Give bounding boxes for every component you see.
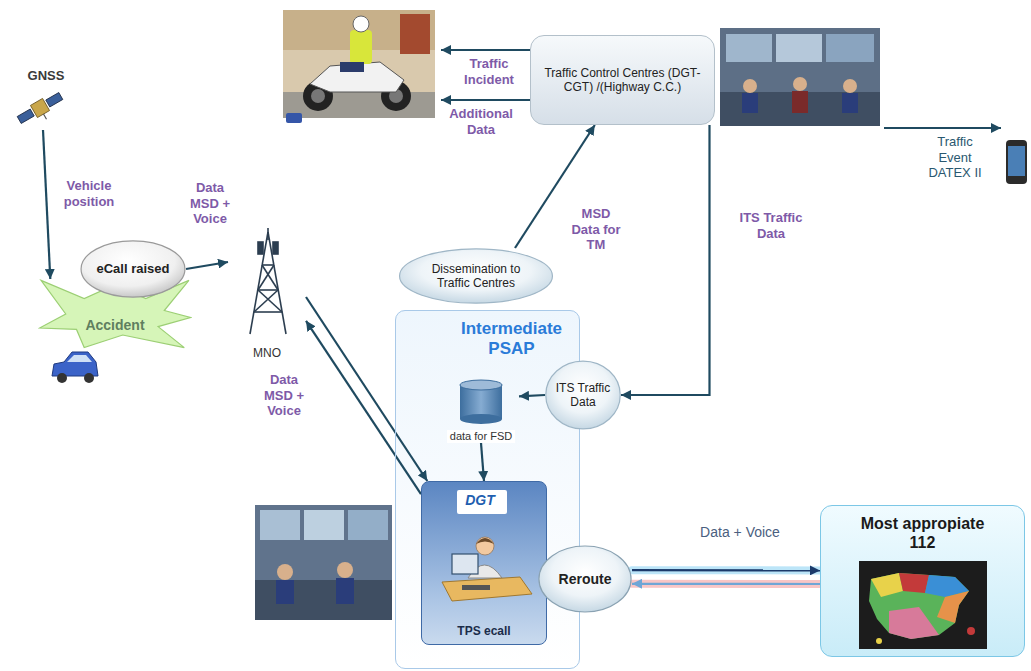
arrow-line — [441, 49, 530, 51]
connector-arrow — [43, 130, 50, 279]
node-text: Accident — [70, 317, 160, 334]
flow-label: Additional Data — [440, 106, 522, 137]
node-text: ITS Traffic Data — [555, 381, 611, 410]
phone-icon — [1006, 140, 1027, 184]
flow-label: Traffic Event DATEX II — [922, 134, 988, 181]
operator-room-photo — [255, 505, 392, 620]
ellipse-outline — [546, 361, 620, 429]
panel-ground — [395, 310, 580, 669]
emergency-centre-box: Most appropiate 112 — [820, 505, 1025, 657]
flow-label: Traffic Incident — [456, 56, 522, 87]
edge-label: MSD Data for TM — [566, 206, 626, 253]
node-text: Reroute — [548, 571, 622, 588]
connector-arrow — [481, 443, 484, 481]
connector-line — [306, 321, 421, 494]
process-ellipse: Dissemination to Traffic Centres — [398, 248, 554, 304]
node-text: TPS ecall — [434, 624, 534, 638]
connector-arrow — [186, 262, 228, 269]
connector-line — [632, 569, 820, 571]
edge-label: Vehicle position — [58, 178, 120, 209]
ellipse-outline — [81, 241, 185, 297]
edge-label: ITS Traffic Data — [726, 210, 816, 241]
connector-arrow — [632, 583, 820, 584]
edge-label: Data + Voice — [690, 524, 790, 541]
connector-arrow — [306, 321, 421, 494]
ellipse-outline — [400, 249, 553, 303]
process-ellipse: Reroute — [538, 545, 632, 613]
database-node: data for FSD — [443, 379, 519, 443]
connector-line — [186, 262, 228, 269]
connector-arrow — [632, 570, 820, 571]
database-cylinder — [443, 379, 519, 425]
burst-outline — [40, 280, 191, 347]
antenna-tower — [250, 228, 286, 334]
psap-panel: Intermediate PSAP data for FSD TPS ecall — [395, 310, 580, 669]
process-box: Traffic Control Centres (DGT-CGT) /(High… — [530, 35, 715, 125]
node-text: Dissemination to Traffic Centres — [416, 262, 536, 291]
connector-glow — [632, 580, 820, 588]
node-text: Most appropiate 112 — [848, 514, 998, 552]
ellipse-outline — [539, 546, 631, 612]
satellite-node: GNSS — [16, 66, 76, 130]
node-text: Traffic Control Centres (DGT-CGT) /(High… — [543, 66, 703, 95]
connector-line — [632, 583, 820, 585]
motorcycle-photo — [283, 10, 435, 118]
connector-line — [481, 443, 484, 481]
connector-arrow — [306, 297, 427, 481]
network-node: MNO — [228, 220, 306, 360]
connector-glow — [632, 566, 820, 574]
logo-text: DGT — [455, 492, 505, 509]
node-text: GNSS — [18, 68, 74, 84]
arrow-line — [441, 99, 530, 101]
arrow-line — [884, 127, 1001, 129]
spain-map — [859, 561, 987, 649]
control-room-photo — [720, 28, 880, 126]
connector-line — [519, 395, 545, 396]
node-text: eCall raised — [93, 261, 173, 277]
edge-label: Data MSD + Voice — [260, 372, 308, 419]
node-text: Intermediate PSAP — [452, 319, 572, 360]
process-ellipse: ITS Traffic Data — [545, 360, 621, 430]
device-icon — [286, 113, 302, 123]
connector-arrow — [621, 125, 710, 395]
event-circle: eCall raised — [80, 240, 186, 298]
connector-arrow — [519, 395, 545, 396]
satellite-icon — [16, 90, 68, 131]
connector-line — [621, 125, 710, 395]
node-text: data for FSD — [447, 430, 515, 443]
car-icon — [52, 352, 98, 383]
edge-label: Data MSD + Voice — [186, 180, 234, 227]
node-text: MNO — [237, 346, 297, 360]
connector-line — [306, 297, 427, 481]
connector-line — [43, 130, 50, 279]
